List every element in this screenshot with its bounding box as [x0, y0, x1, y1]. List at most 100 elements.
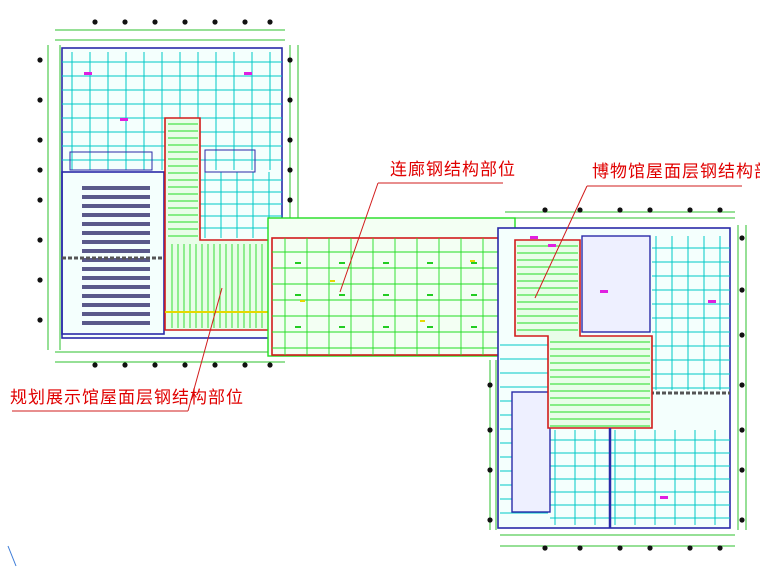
seat-row — [82, 213, 150, 217]
seat-row — [82, 294, 150, 298]
axis-bubble — [122, 362, 128, 368]
grid-tag — [383, 294, 389, 296]
grid-tag — [471, 294, 477, 296]
axis-bubble — [617, 545, 623, 551]
room-box — [69, 151, 153, 171]
grid-tag — [471, 326, 477, 328]
axis-bubble — [152, 362, 158, 368]
room-box — [204, 149, 256, 173]
axis-bubble — [92, 19, 98, 25]
seat-row — [82, 276, 150, 280]
axis-bubble — [542, 545, 548, 551]
axis-bubble — [739, 287, 745, 293]
axis-bubble — [242, 362, 248, 368]
axis-bubble — [37, 167, 43, 173]
annotation-mark — [330, 280, 335, 282]
grid-tag — [427, 294, 433, 296]
axis-bubble — [717, 207, 723, 213]
annotation-mark — [470, 260, 475, 262]
axis-bubble — [487, 427, 493, 433]
axis-bubble — [287, 97, 293, 103]
axis-bubble — [122, 19, 128, 25]
annotation-mark — [530, 236, 538, 239]
axis-bubble — [687, 545, 693, 551]
axis-bubble — [717, 545, 723, 551]
axis-bubble — [577, 545, 583, 551]
museum-roof-steel — [514, 239, 653, 528]
grid-tag — [427, 326, 433, 328]
corridor-steel — [267, 217, 516, 357]
planning-hall-roof-steel-label: 规划展示馆屋面层钢结构部位 — [10, 388, 244, 408]
axis-bubble — [287, 197, 293, 203]
axis-bubble — [739, 517, 745, 523]
axis-bubble — [739, 427, 745, 433]
axis-bubble — [37, 317, 43, 323]
axis-bubble — [739, 332, 745, 338]
axis-bubble — [647, 545, 653, 551]
grid-tag — [383, 262, 389, 264]
axis-bubble — [182, 362, 188, 368]
axis-bubble — [37, 97, 43, 103]
seat-row — [82, 222, 150, 226]
annotation-mark — [708, 300, 716, 303]
grid-tag — [295, 326, 301, 328]
seat-row — [82, 303, 150, 307]
seat-row — [82, 285, 150, 289]
annotation-mark — [420, 320, 425, 322]
grid-tag — [471, 262, 477, 264]
axis-bubble — [617, 207, 623, 213]
axis-bubble — [287, 167, 293, 173]
axis-bubble — [267, 362, 273, 368]
annotation-mark — [244, 72, 252, 75]
annotation-mark — [120, 118, 128, 121]
annotation-mark — [84, 72, 92, 75]
axis-bubble — [267, 19, 273, 25]
axis-bubble — [37, 277, 43, 283]
seat-row — [82, 249, 150, 253]
museum-roof-steel-label: 博物馆屋面层钢结构部位 — [592, 162, 760, 182]
stray-mark — [7, 545, 17, 567]
annotation-mark — [660, 496, 668, 499]
axis-bubble — [487, 467, 493, 473]
axis-bubble — [37, 197, 43, 203]
grid-tag — [295, 262, 301, 264]
axis-bubble — [577, 207, 583, 213]
axis-bubble — [287, 137, 293, 143]
axis-bubble — [542, 207, 548, 213]
seat-row — [82, 312, 150, 316]
axis-bubble — [152, 19, 158, 25]
seat-row — [82, 321, 150, 325]
axis-bubble — [739, 382, 745, 388]
seat-row — [82, 240, 150, 244]
annotation-mark — [548, 244, 556, 247]
planning-hall-roof-steel — [164, 117, 271, 331]
annotation-mark — [600, 290, 608, 293]
grid-tag — [339, 262, 345, 264]
seat-row — [82, 195, 150, 199]
axis-bubble — [182, 19, 188, 25]
axis-bubble — [687, 207, 693, 213]
seat-row — [82, 258, 150, 262]
grid-tag — [295, 294, 301, 296]
grid-tag — [383, 326, 389, 328]
seat-row — [82, 231, 150, 235]
axis-bubble — [37, 57, 43, 63]
axis-bubble — [739, 235, 745, 241]
dimension-grid — [47, 29, 747, 547]
seat-row — [82, 204, 150, 208]
axis-bubble — [242, 19, 248, 25]
axis-bubble — [487, 382, 493, 388]
axis-bubble — [212, 362, 218, 368]
leader-lines — [12, 182, 742, 412]
seat-row — [82, 267, 150, 271]
grid-tag — [339, 294, 345, 296]
corridor-steel-label: 连廊钢结构部位 — [390, 160, 516, 180]
annotation-marks — [84, 72, 716, 499]
grid-tag — [427, 262, 433, 264]
seat-row — [82, 186, 150, 190]
annotation-mark — [300, 300, 305, 302]
axis-bubble — [739, 467, 745, 473]
axis-bubble — [647, 207, 653, 213]
axis-bubble — [92, 362, 98, 368]
